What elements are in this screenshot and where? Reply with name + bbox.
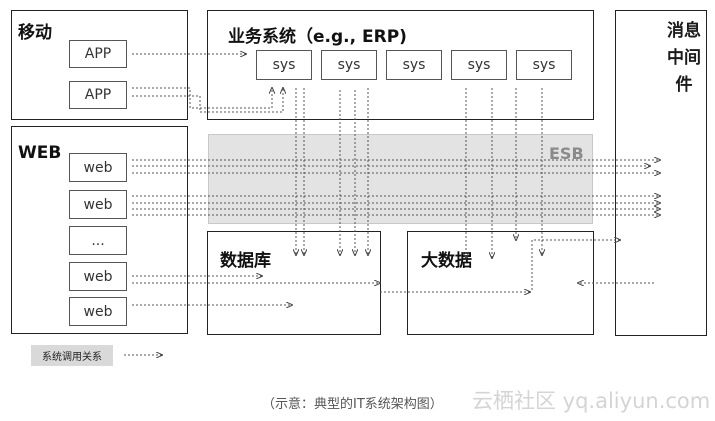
database-title: 数据库 [220, 251, 271, 271]
web-box-ellipsis: ... [69, 226, 127, 255]
caption: （示意：典型的IT系统架构图） [262, 397, 443, 412]
web-box-2: web [69, 190, 127, 219]
business-title: 业务系统（e.g., ERP) [228, 27, 407, 47]
mq-block [615, 10, 707, 336]
sys-box-2: sys [321, 50, 377, 80]
bigdata-title: 大数据 [421, 251, 472, 271]
web-box-1: web [69, 153, 127, 182]
watermark: 云栖社区 yq.aliyun.com [472, 389, 711, 413]
web-box-3: web [69, 262, 127, 291]
sys-box-1: sys [256, 50, 312, 80]
web-box-4: web [69, 297, 127, 326]
business-block [207, 10, 594, 120]
sys-box-3: sys [386, 50, 442, 80]
sys-box-4: sys [451, 50, 507, 80]
app-box-2: APP [69, 81, 127, 109]
mq-title: 消息中间件 [667, 21, 701, 95]
esb-label: ESB [549, 144, 584, 163]
sys-box-5: sys [516, 50, 572, 80]
app-box-1: APP [69, 40, 127, 68]
mobile-title: 移动 [18, 23, 52, 43]
legend-label: 系统调用关系 [31, 345, 113, 366]
web-title: WEB [18, 143, 62, 163]
